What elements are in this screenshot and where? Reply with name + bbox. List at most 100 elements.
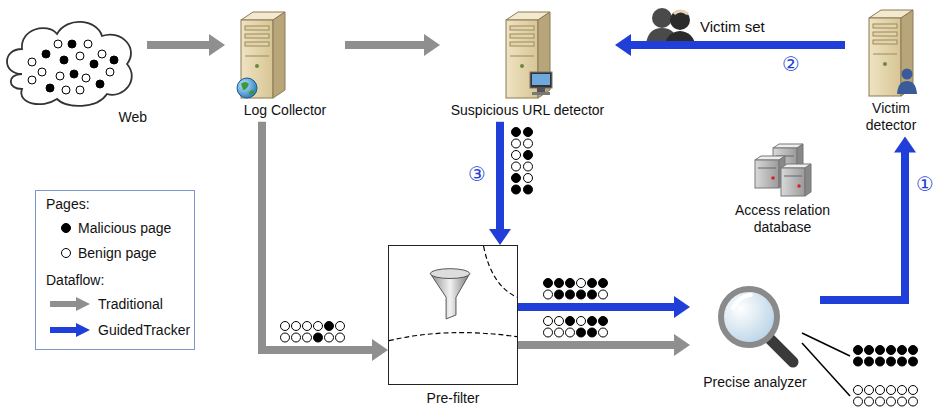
page-dot [314,322,323,331]
page-dot [599,290,608,299]
page-dot [62,86,70,94]
page-dot [98,50,106,58]
page-dots [281,128,918,407]
page-dot [887,357,896,366]
page-dot [588,317,597,326]
page-dot [544,290,553,299]
page-dot [909,346,918,355]
legend-sample [48,296,92,312]
flow-arrow [518,334,690,356]
page-dot [42,50,50,58]
page-dot [898,357,907,366]
page-dot [566,279,575,288]
page-dot [898,386,907,395]
text-label: Pages: [46,196,90,213]
legend-sample [60,222,72,234]
page-dot [555,290,564,299]
page-dot [909,357,918,366]
legend-item: Malicious page [60,220,171,236]
page-dot [524,139,533,148]
filter-box: Pre-filter [388,245,518,385]
page-dot [898,346,907,355]
page-dot [303,333,312,342]
page-dot [524,162,533,171]
flow-arrow [518,296,690,318]
legend-arrowhead [76,323,90,337]
page-dot [54,40,62,48]
flow-line [262,122,374,350]
page-dot [588,290,597,299]
page-dot [876,346,885,355]
legend-item: Traditional [48,296,163,312]
flow-arrow [345,34,440,56]
page-dot [281,322,290,331]
page-dot [46,84,54,92]
page-dot [336,322,345,331]
page-dot [577,317,586,326]
page-dot [76,52,84,60]
analyzer-output-lines [802,333,850,396]
page-dot [544,317,553,326]
page-dot [876,386,885,395]
page-dot [336,333,345,342]
icon-node: Web [2,14,147,129]
node-label: Victim detector [845,100,937,137]
flow-line [345,41,426,49]
flow-arrow [262,122,388,361]
prefilter-art [389,246,517,384]
page-dot [524,174,533,183]
page-dot [577,290,586,299]
flow-line [147,41,211,49]
page-dot [555,279,564,288]
flow-line [518,341,676,349]
node-label: Access relation database [735,202,830,239]
page-dot [512,128,521,137]
page-dot [82,74,90,82]
page-dot [555,328,564,337]
text-label: Victim set [700,18,765,36]
page-dot [599,279,608,288]
icon-node: Victim detector [845,8,937,137]
legend-text: Malicious page [78,220,171,236]
page-dot [106,68,114,76]
page-dot [887,346,896,355]
page-dot [28,76,36,84]
page-dot [865,357,874,366]
page-dot [314,333,323,342]
callout-number: ① [916,172,934,196]
page-dot [854,357,863,366]
legend-line [50,301,78,307]
arrowhead [209,34,225,56]
legend-sample [48,322,92,338]
page-dot [566,317,575,326]
callout-number: ② [782,52,800,76]
text-label: Dataflow: [46,272,104,289]
page-dot [90,60,98,68]
icon-node: Log Collector [225,10,345,122]
page-dot [96,80,104,88]
page-dot [599,317,608,326]
legend-dot [62,224,71,233]
node-label: Precise analyzer [690,374,820,394]
icon-node: Precise analyzer [690,276,820,394]
page-dot [70,70,78,78]
legend-item: GuidedTracker [48,322,190,338]
page-dot [909,386,918,395]
legend-line [50,327,78,333]
page-dot [577,328,586,337]
page-dot [544,328,553,337]
page-dot [512,151,521,160]
page-dot [865,397,874,406]
page-dot [599,328,608,337]
legend-text: GuidedTracker [98,322,190,338]
page-dot [303,322,312,331]
arrowhead [489,229,511,245]
flow-line [820,151,905,300]
page-dot [854,346,863,355]
legend-text: Benign page [78,245,157,261]
page-dot [68,40,76,48]
flow-line [518,303,676,311]
arrowhead [615,34,631,56]
page-dot [909,397,918,406]
